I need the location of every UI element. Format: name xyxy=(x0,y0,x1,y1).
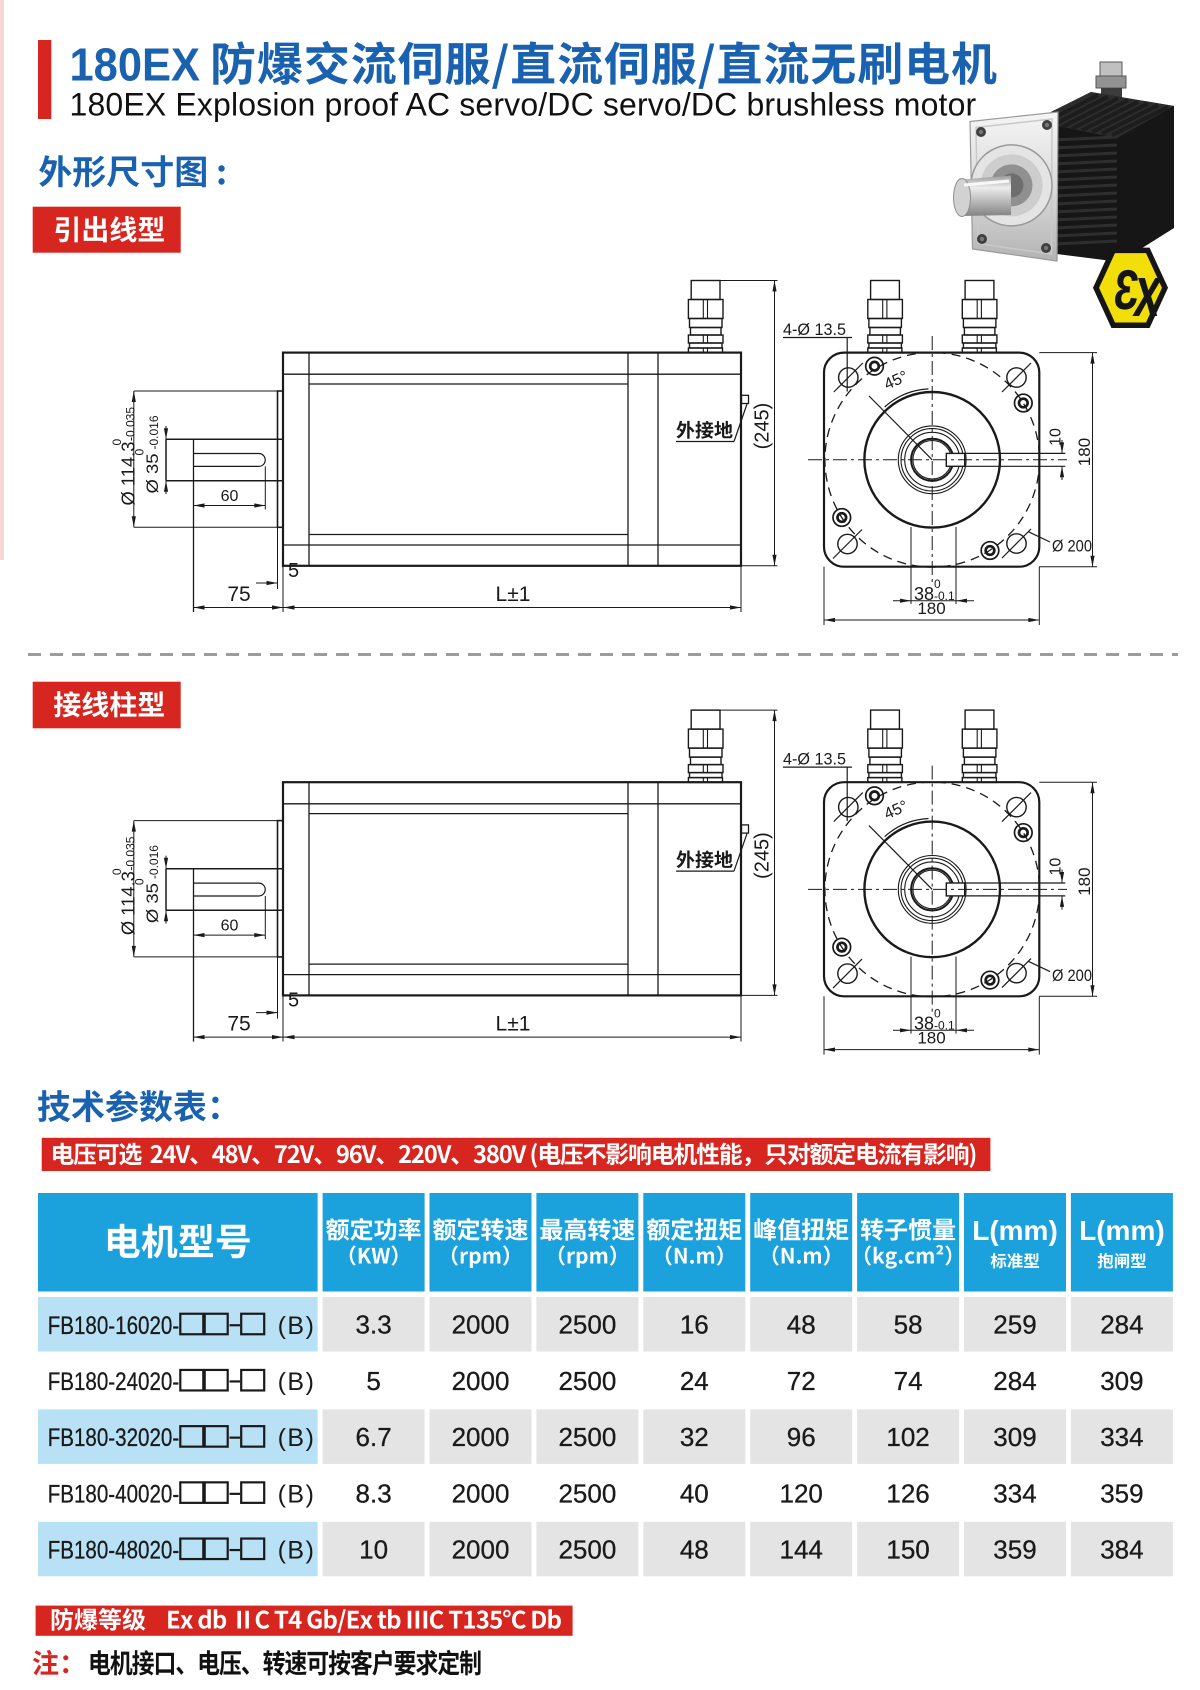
svg-text:284: 284 xyxy=(993,1366,1036,1396)
svg-text:48: 48 xyxy=(787,1310,816,1340)
svg-text:4-Ø 13.5: 4-Ø 13.5 xyxy=(783,320,846,339)
svg-text:Ø 200: Ø 200 xyxy=(1052,537,1092,556)
svg-text:(B): (B) xyxy=(278,1424,316,1452)
svg-text:5: 5 xyxy=(366,1366,380,1396)
svg-text:150: 150 xyxy=(886,1534,929,1564)
svg-text:(B): (B) xyxy=(278,1480,316,1508)
svg-text:144: 144 xyxy=(780,1534,823,1564)
svg-text:96: 96 xyxy=(787,1422,816,1452)
svg-text:58: 58 xyxy=(894,1310,923,1340)
svg-text:(B): (B) xyxy=(278,1537,316,1565)
svg-text:Ø 35: Ø 35 xyxy=(143,454,162,494)
svg-text:180EX Explosion proof AC servo: 180EX Explosion proof AC servo/DC servo/… xyxy=(70,87,977,123)
svg-text:126: 126 xyxy=(886,1478,929,1508)
svg-text:-0.016: -0.016 xyxy=(147,415,161,449)
svg-text:75: 75 xyxy=(227,583,250,606)
svg-text:2000: 2000 xyxy=(452,1478,510,1508)
svg-text:359: 359 xyxy=(993,1534,1036,1564)
svg-text:0: 0 xyxy=(110,439,124,446)
svg-text:2500: 2500 xyxy=(558,1478,616,1508)
svg-text:(B): (B) xyxy=(278,1368,316,1396)
svg-text:2000: 2000 xyxy=(452,1310,510,1340)
svg-text:38: 38 xyxy=(914,584,934,604)
svg-text:L(mm): L(mm) xyxy=(1079,1215,1165,1246)
svg-text:74: 74 xyxy=(894,1366,923,1396)
svg-text:48: 48 xyxy=(680,1534,709,1564)
svg-text:309: 309 xyxy=(993,1422,1036,1452)
svg-text:3: 3 xyxy=(1112,258,1141,321)
svg-text:359: 359 xyxy=(1100,1478,1143,1508)
svg-text:180: 180 xyxy=(1075,438,1094,466)
svg-text:FB180-48020-: FB180-48020- xyxy=(48,1537,180,1565)
svg-text:0: 0 xyxy=(133,449,147,456)
svg-text:L±1: L±1 xyxy=(496,583,531,606)
svg-text:8.3: 8.3 xyxy=(356,1478,392,1508)
svg-text:334: 334 xyxy=(1100,1422,1143,1452)
svg-text:102: 102 xyxy=(886,1422,929,1452)
svg-text:259: 259 xyxy=(993,1310,1036,1340)
svg-text:L(mm): L(mm) xyxy=(972,1215,1058,1246)
svg-text:32: 32 xyxy=(680,1422,709,1452)
svg-text:3.3: 3.3 xyxy=(356,1310,392,1340)
svg-text:2500: 2500 xyxy=(558,1534,616,1564)
svg-text:384: 384 xyxy=(1100,1534,1143,1564)
svg-text:(B): (B) xyxy=(278,1312,316,1340)
svg-text:2000: 2000 xyxy=(452,1534,510,1564)
svg-text:40: 40 xyxy=(680,1478,709,1508)
svg-text:Ø 114.3: Ø 114.3 xyxy=(118,442,139,506)
svg-text:2000: 2000 xyxy=(452,1366,510,1396)
svg-text:FB180-24020-: FB180-24020- xyxy=(48,1368,180,1396)
svg-text:10: 10 xyxy=(359,1534,388,1564)
svg-text:2000: 2000 xyxy=(452,1422,510,1452)
svg-text:2500: 2500 xyxy=(558,1366,616,1396)
svg-text:2500: 2500 xyxy=(558,1422,616,1452)
svg-text:16: 16 xyxy=(680,1310,709,1340)
svg-text:334: 334 xyxy=(993,1478,1036,1508)
svg-text:24: 24 xyxy=(680,1366,709,1396)
svg-text:60: 60 xyxy=(221,488,239,505)
svg-text:120: 120 xyxy=(780,1478,823,1508)
svg-text:-0.1: -0.1 xyxy=(934,589,955,603)
svg-text:180EX: 180EX xyxy=(70,39,201,91)
svg-text:-0.035: -0.035 xyxy=(124,407,138,441)
svg-text:FB180-32020-: FB180-32020- xyxy=(48,1424,180,1452)
svg-text:0: 0 xyxy=(934,577,941,591)
svg-text:(245): (245) xyxy=(752,403,774,450)
svg-text:5: 5 xyxy=(288,560,299,582)
svg-text:180: 180 xyxy=(917,599,945,618)
svg-text:309: 309 xyxy=(1100,1366,1143,1396)
svg-text:6.7: 6.7 xyxy=(356,1422,392,1452)
svg-text:10: 10 xyxy=(1048,428,1065,446)
svg-text:72: 72 xyxy=(787,1366,816,1396)
svg-text:2500: 2500 xyxy=(558,1310,616,1340)
svg-text:284: 284 xyxy=(1100,1310,1143,1340)
svg-text:FB180-40020-: FB180-40020- xyxy=(48,1480,180,1508)
svg-text:FB180-16020-: FB180-16020- xyxy=(48,1312,180,1340)
